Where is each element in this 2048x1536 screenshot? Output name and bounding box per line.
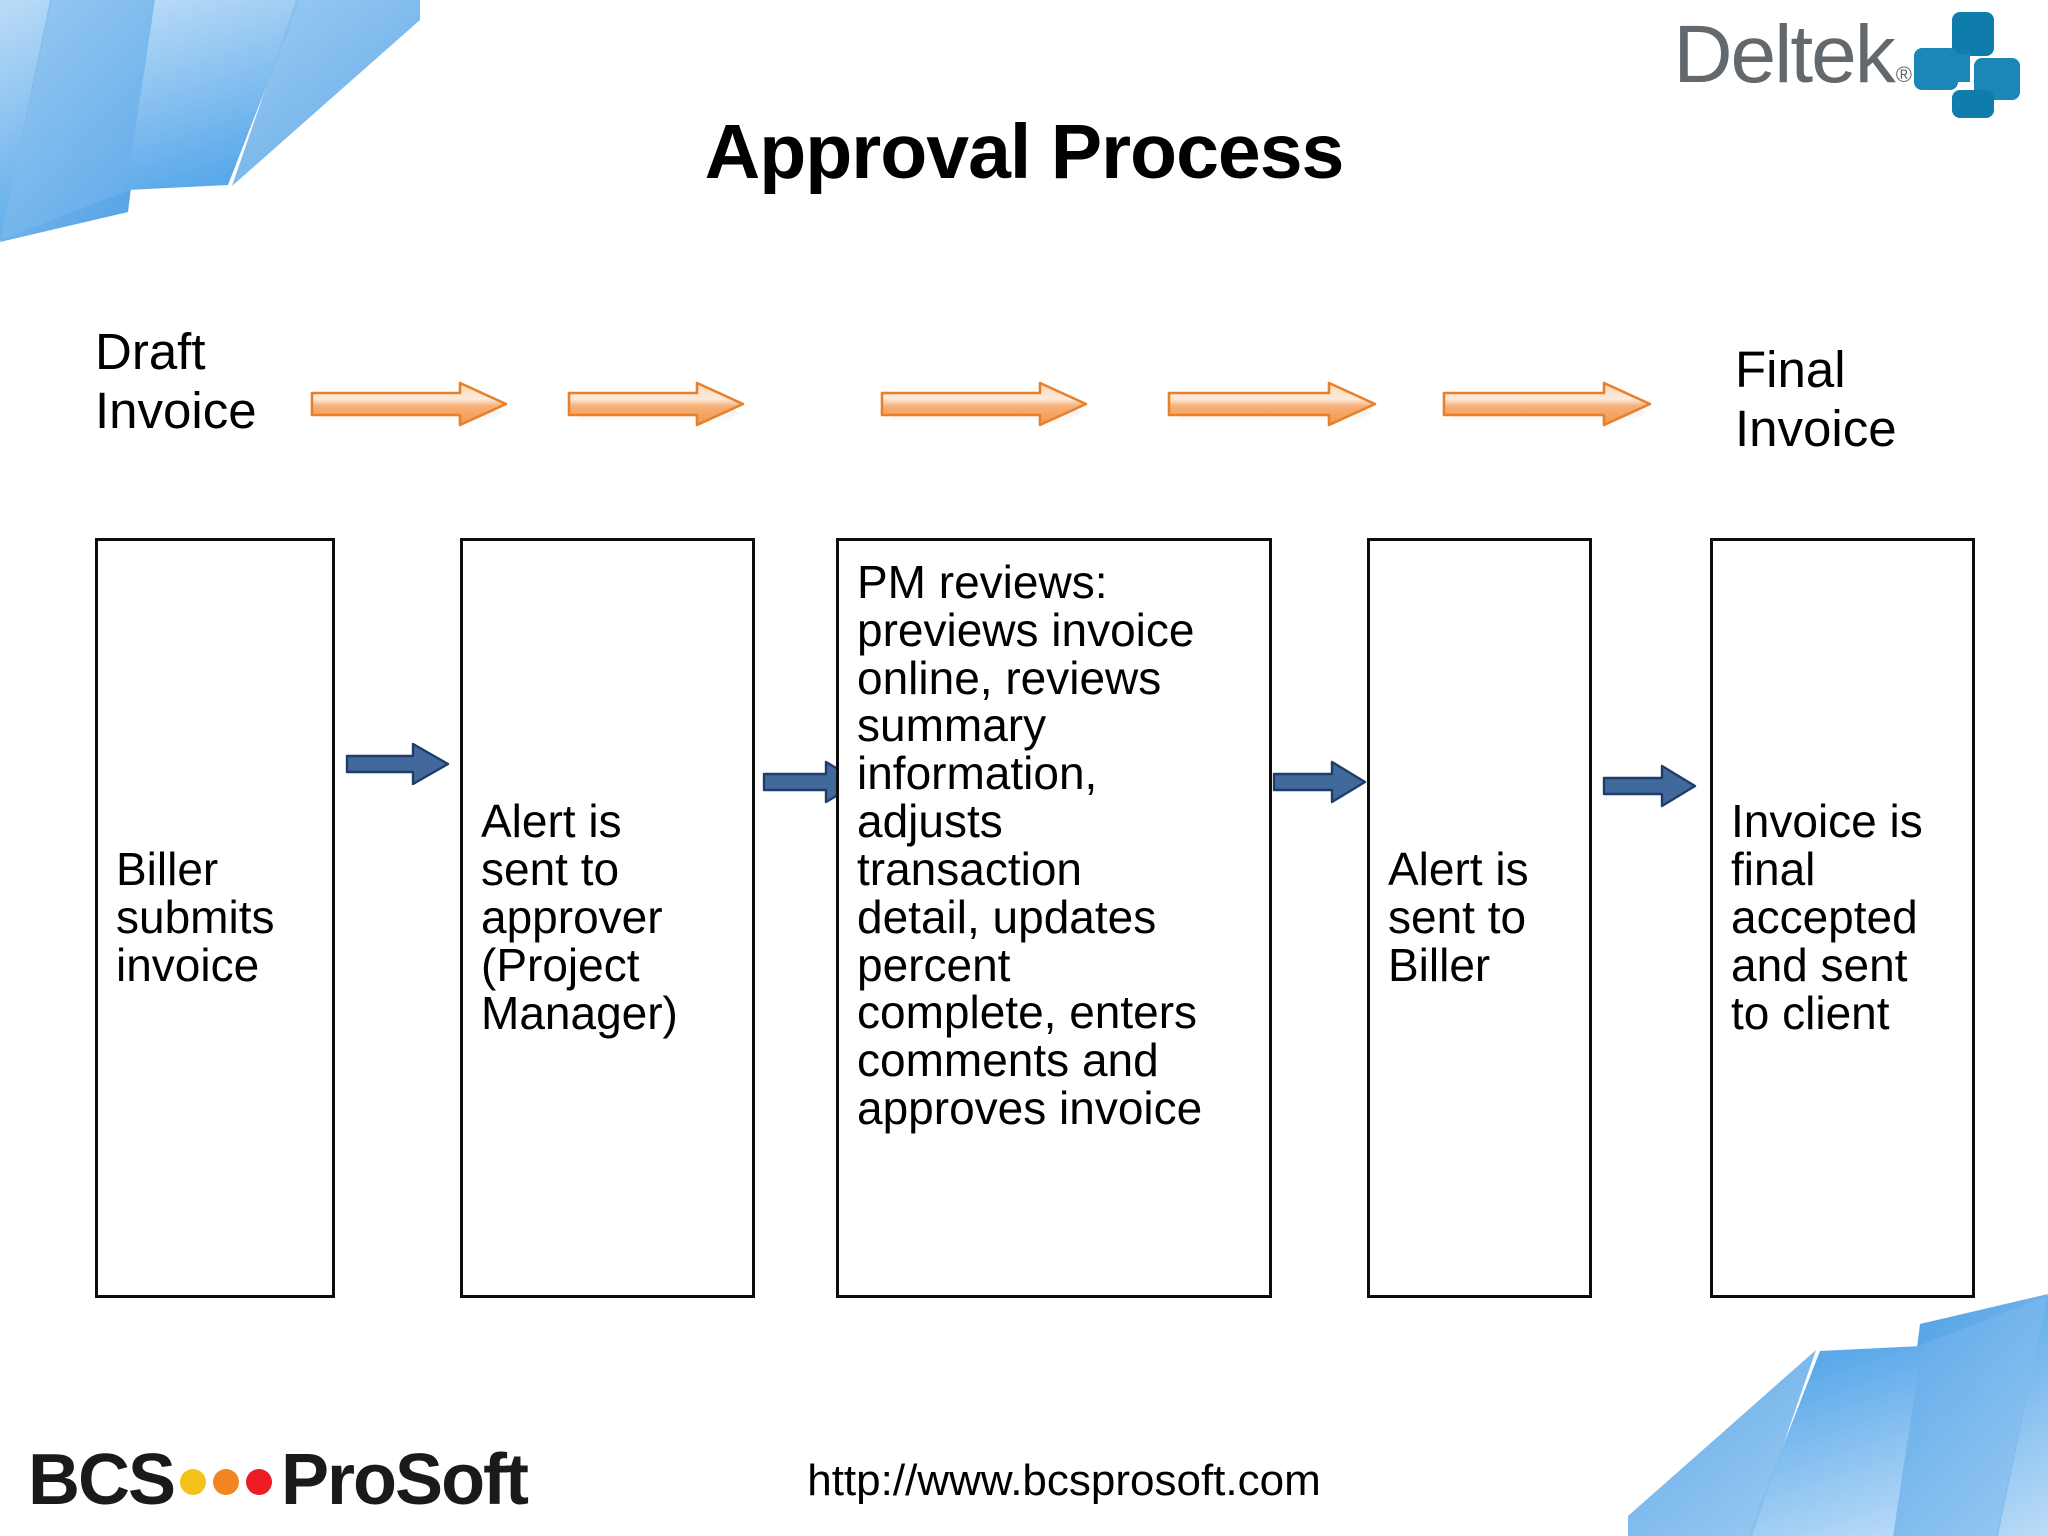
orange-arrow-4 bbox=[1167, 381, 1379, 427]
bcs-logo-part1: BCS bbox=[28, 1440, 176, 1520]
deltek-wordmark-text: Deltek bbox=[1673, 9, 1895, 100]
orange-arrow-1 bbox=[310, 381, 510, 427]
label-draft-invoice: Draft Invoice bbox=[95, 323, 257, 440]
deltek-logo-mark-icon bbox=[1912, 10, 2022, 118]
label-final-invoice: Final Invoice bbox=[1735, 341, 1897, 458]
orange-arrow-3 bbox=[880, 381, 1090, 427]
deltek-wordmark: Deltek® bbox=[1673, 14, 1912, 96]
orange-arrow-2 bbox=[567, 381, 745, 427]
bcs-dot-red bbox=[246, 1469, 273, 1495]
process-box-pm-reviews[interactable]: PM reviews: previews invoice online, rev… bbox=[836, 538, 1272, 1298]
deltek-logo: Deltek® bbox=[1610, 8, 2030, 118]
process-box-text: Alert is sent to Biller bbox=[1388, 843, 1529, 991]
orange-arrow-5 bbox=[1442, 381, 1654, 427]
orange-arrow-band bbox=[0, 381, 2048, 441]
process-box-text: Biller submits invoice bbox=[116, 843, 275, 991]
flow-arrow-3 bbox=[1272, 756, 1367, 808]
page-title: Approval Process bbox=[704, 109, 1345, 195]
bcs-logo-part2: ProSoft bbox=[281, 1440, 529, 1520]
registered-trademark-icon: ® bbox=[1895, 62, 1912, 87]
process-box-biller-submits-invoice[interactable]: Biller submits invoice bbox=[95, 538, 335, 1298]
process-box-invoice-final-accepted[interactable]: Invoice is final accepted and sent to cl… bbox=[1710, 538, 1975, 1298]
bcs-dot-orange bbox=[213, 1469, 240, 1495]
bcs-prosoft-logo: BCS ProSoft bbox=[28, 1440, 529, 1520]
process-box-alert-sent-to-approver[interactable]: Alert is sent to approver (Project Manag… bbox=[460, 538, 755, 1298]
approval-process-flow: Biller submits invoice Alert is sent to … bbox=[0, 538, 2048, 1298]
process-box-text: PM reviews: previews invoice online, rev… bbox=[857, 556, 1203, 1135]
process-box-text: Invoice is final accepted and sent to cl… bbox=[1731, 795, 1923, 1039]
bcs-logo-dots-icon bbox=[180, 1469, 273, 1495]
process-box-alert-sent-to-biller[interactable]: Alert is sent to Biller bbox=[1367, 538, 1592, 1298]
flow-arrow-1 bbox=[345, 738, 450, 790]
bcs-dot-yellow bbox=[180, 1469, 207, 1495]
process-box-text: Alert is sent to approver (Project Manag… bbox=[481, 795, 678, 1039]
footer-url[interactable]: http://www.bcsprosoft.com bbox=[807, 1456, 1321, 1505]
flow-arrow-4 bbox=[1602, 760, 1697, 812]
